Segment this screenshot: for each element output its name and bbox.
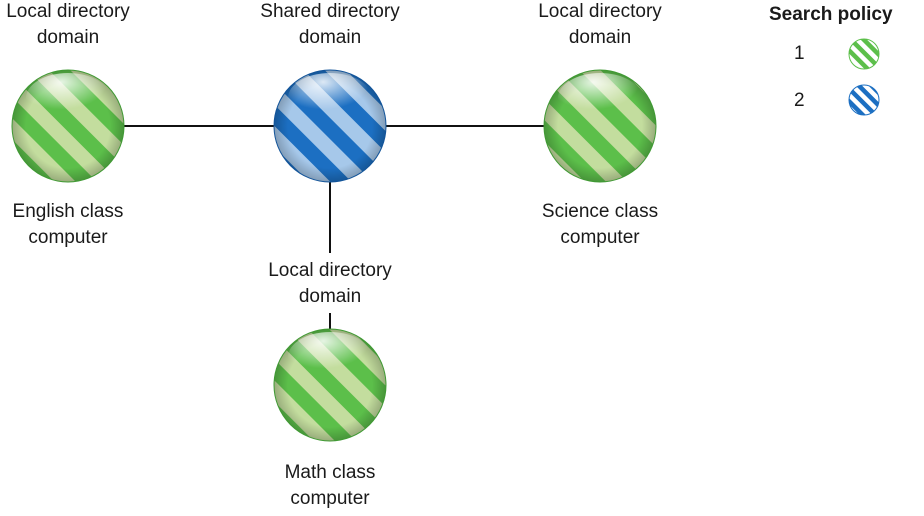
- english-computer-label: English class computer: [0, 199, 138, 251]
- math-domain-label-line1: Local directory: [268, 260, 392, 281]
- shared-domain-label-line1: Shared directory: [260, 1, 400, 22]
- legend-blue-ball-icon: [848, 84, 880, 116]
- math-computer-label: Math class computer: [260, 460, 400, 512]
- math-sphere-icon: [273, 328, 387, 442]
- shared-domain-label-line2: domain: [298, 27, 362, 48]
- legend-green-ball-icon: [848, 38, 880, 70]
- science-domain-label-line2: domain: [568, 27, 632, 48]
- science-computer-label-line1: Science class: [541, 201, 659, 222]
- legend-item-2-number: 2: [794, 90, 805, 111]
- science-computer-label: Science class computer: [530, 199, 670, 251]
- math-domain-label: Local directory domain: [255, 258, 405, 310]
- legend-item-1-number: 1: [794, 43, 805, 64]
- math-computer-label-line1: Math class: [284, 462, 376, 483]
- english-computer-label-line2: computer: [28, 227, 108, 248]
- math-computer-label-line2: computer: [290, 488, 370, 509]
- english-domain-label: Local directory domain: [0, 0, 138, 51]
- english-domain-label-line1: Local directory: [6, 1, 130, 22]
- science-computer-label-line2: computer: [560, 227, 640, 248]
- science-domain-label-line1: Local directory: [538, 1, 662, 22]
- shared-sphere-icon: [273, 69, 387, 183]
- shared-domain-label: Shared directory domain: [245, 0, 415, 51]
- english-domain-label-line2: domain: [36, 27, 100, 48]
- science-domain-label: Local directory domain: [530, 0, 670, 51]
- legend-title: Search policy: [769, 4, 893, 25]
- english-sphere-icon: [11, 69, 125, 183]
- english-computer-label-line1: English class: [12, 201, 124, 222]
- science-sphere-icon: [543, 69, 657, 183]
- math-domain-label-line2: domain: [298, 286, 362, 307]
